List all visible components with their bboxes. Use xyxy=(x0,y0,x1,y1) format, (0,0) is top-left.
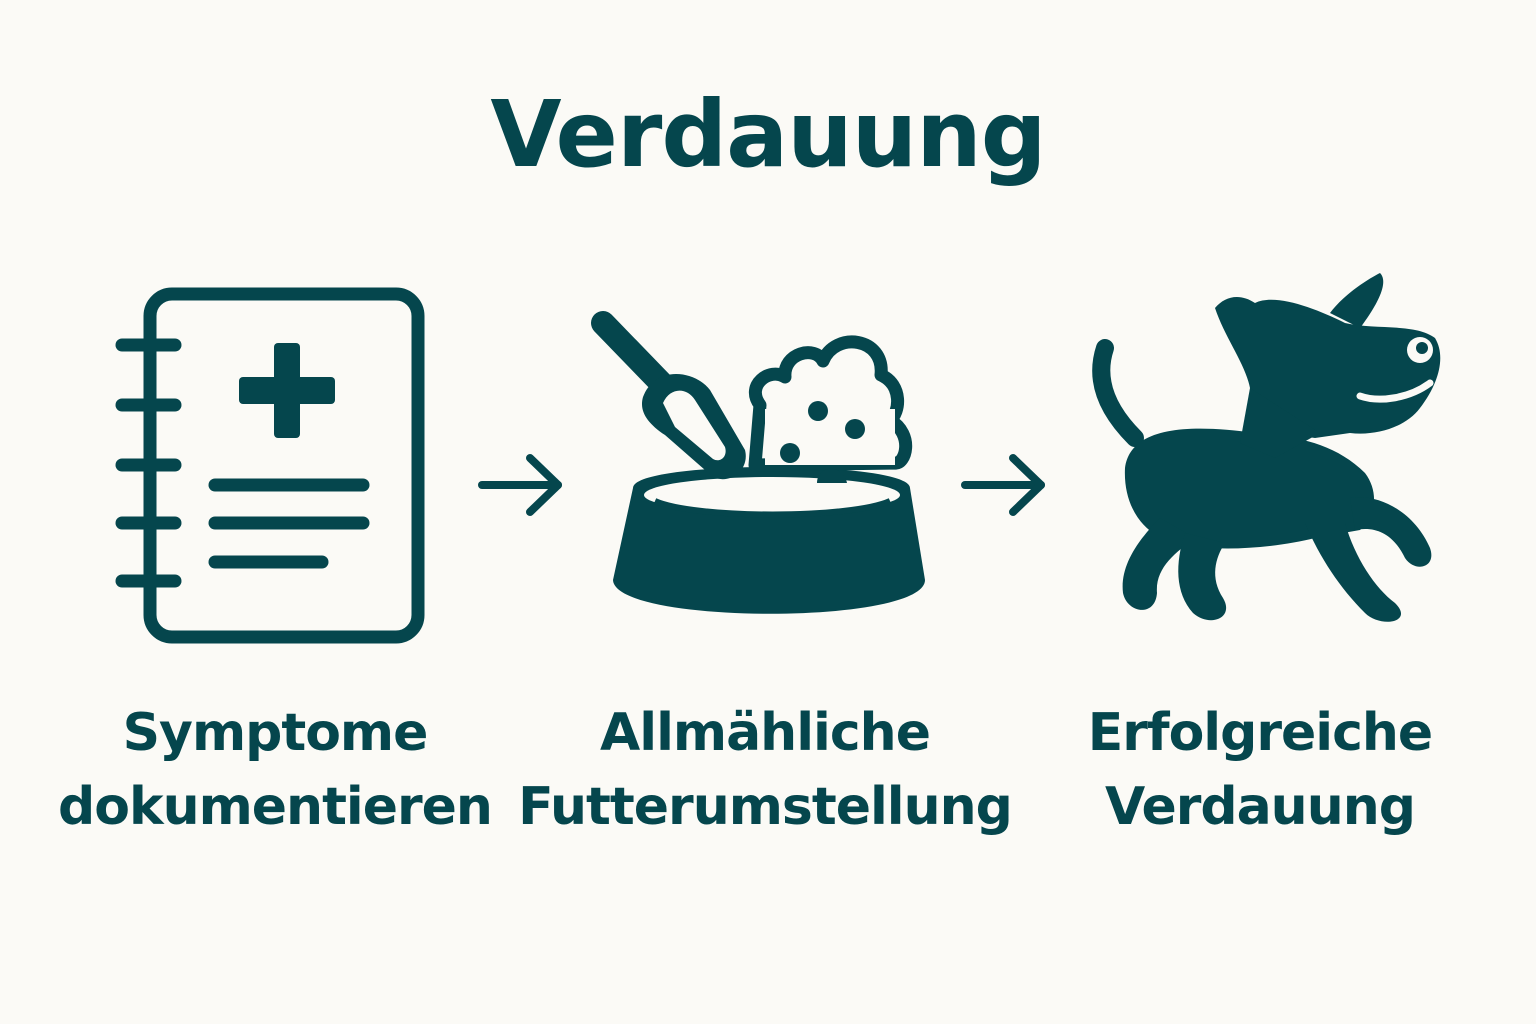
arrow-right-icon xyxy=(478,454,562,516)
step-label-line: Allmähliche xyxy=(600,703,931,763)
step-label-line: dokumentieren xyxy=(58,777,493,837)
food-bowl-scoop-icon xyxy=(591,311,925,614)
step-label-futterumstellung: Allmähliche Futterumstellung xyxy=(505,696,1025,844)
arrow-right-icon xyxy=(961,454,1045,516)
step-label-line: Verdauung xyxy=(1105,777,1416,837)
happy-dog-icon xyxy=(1092,273,1441,622)
step-label-symptome: Symptome dokumentieren xyxy=(40,696,510,844)
medical-notebook-icon xyxy=(115,287,425,644)
page-title: Verdauung xyxy=(490,81,1046,188)
step-label-line: Erfolgreiche xyxy=(1087,703,1433,763)
step-label-verdauung: Erfolgreiche Verdauung xyxy=(1030,696,1490,844)
step-label-line: Symptome xyxy=(122,703,429,763)
step-label-line: Futterumstellung xyxy=(518,777,1013,837)
